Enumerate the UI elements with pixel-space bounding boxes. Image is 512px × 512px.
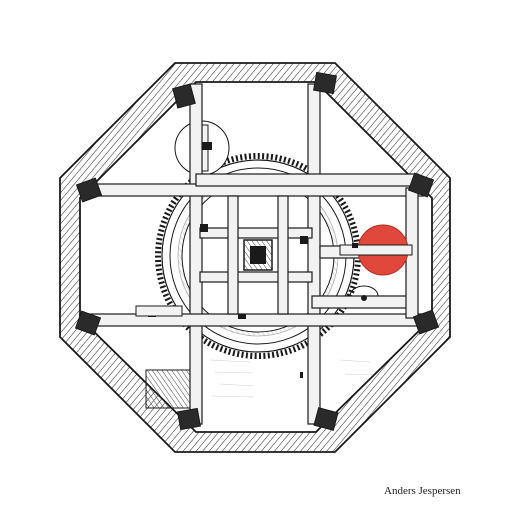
highlighted-wheel	[339, 224, 413, 276]
corner-posts	[74, 71, 440, 431]
author-credit: Anders Jespersen	[384, 485, 461, 497]
central-shaft	[243, 239, 273, 271]
lower-left-chest	[135, 305, 191, 409]
octagon-inner-outline	[79, 81, 433, 433]
page-texture	[209, 359, 374, 398]
lower-right-pulley	[349, 285, 379, 301]
